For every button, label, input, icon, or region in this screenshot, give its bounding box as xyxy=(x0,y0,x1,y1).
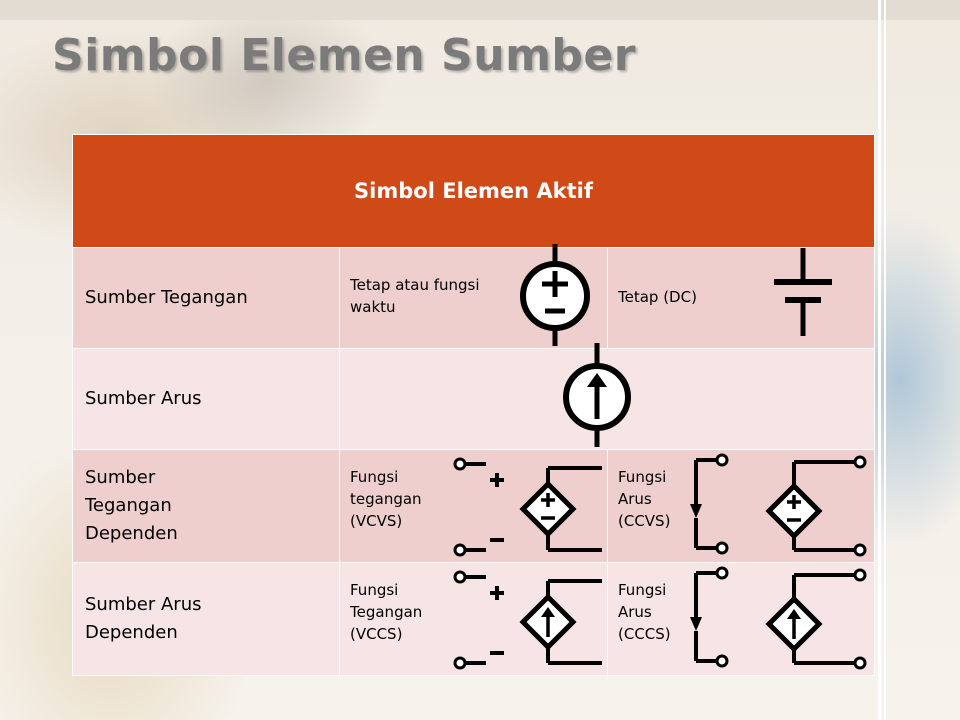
top-bar xyxy=(0,0,960,20)
dependent-voltage-source-icon xyxy=(453,457,602,557)
divider-line xyxy=(884,0,886,720)
row-label: Sumber Arus xyxy=(72,348,340,450)
current-source-icon xyxy=(563,343,631,447)
cell-text: Tetap atau fungsi waktu xyxy=(350,276,480,316)
table-row: Sumber Tegangan Tetap atau fungsi waktu … xyxy=(72,244,876,349)
dependent-voltage-source-icon xyxy=(690,453,867,557)
table-row: Sumber Arus Dependen Fungsi Tegangan (VC… xyxy=(72,562,876,676)
table-cell xyxy=(338,343,876,450)
table-row: Sumber Arus xyxy=(72,343,876,450)
cell-text: Fungsi Tegangan (VCCS) xyxy=(350,581,423,643)
symbol-table: Simbol Elemen Aktif Sumber Tegangan Teta… xyxy=(71,134,876,676)
table-cell: Fungsi Tegangan (VCCS) xyxy=(339,562,608,676)
row-label: Sumber Tegangan Dependen xyxy=(72,449,340,563)
table-cell: Fungsi tegangan (VCVS) xyxy=(339,449,608,563)
table-cell: Tetap atau fungsi waktu xyxy=(339,244,608,349)
table-cell: Fungsi Arus (CCCS) xyxy=(606,562,876,676)
divider-line xyxy=(878,0,881,720)
row-label: Sumber Tegangan xyxy=(72,247,340,349)
battery-icon xyxy=(774,248,832,336)
dependent-current-source-icon xyxy=(453,570,602,670)
cell-text: Fungsi Arus (CCCS) xyxy=(618,581,671,643)
cell-text: Fungsi Arus (CCVS) xyxy=(618,468,671,530)
row-label-text: Sumber Tegangan Dependen xyxy=(85,467,178,544)
cell-text: Fungsi tegangan (VCVS) xyxy=(350,468,422,530)
row-label-text: Sumber Arus Dependen xyxy=(85,594,202,643)
table-header: Simbol Elemen Aktif xyxy=(71,134,876,248)
row-label: Sumber Arus Dependen xyxy=(72,562,340,676)
cell-text: Tetap (DC) xyxy=(618,288,697,306)
voltage-source-icon xyxy=(520,244,590,346)
table-cell: Fungsi Arus (CCVS) xyxy=(606,449,876,563)
table-cell: Tetap (DC) xyxy=(606,247,876,349)
dependent-current-source-icon xyxy=(690,566,867,670)
table-row: Sumber Tegangan Dependen Fungsi tegangan… xyxy=(72,449,876,563)
slide-title: Simbol Elemen Sumber xyxy=(52,30,636,81)
